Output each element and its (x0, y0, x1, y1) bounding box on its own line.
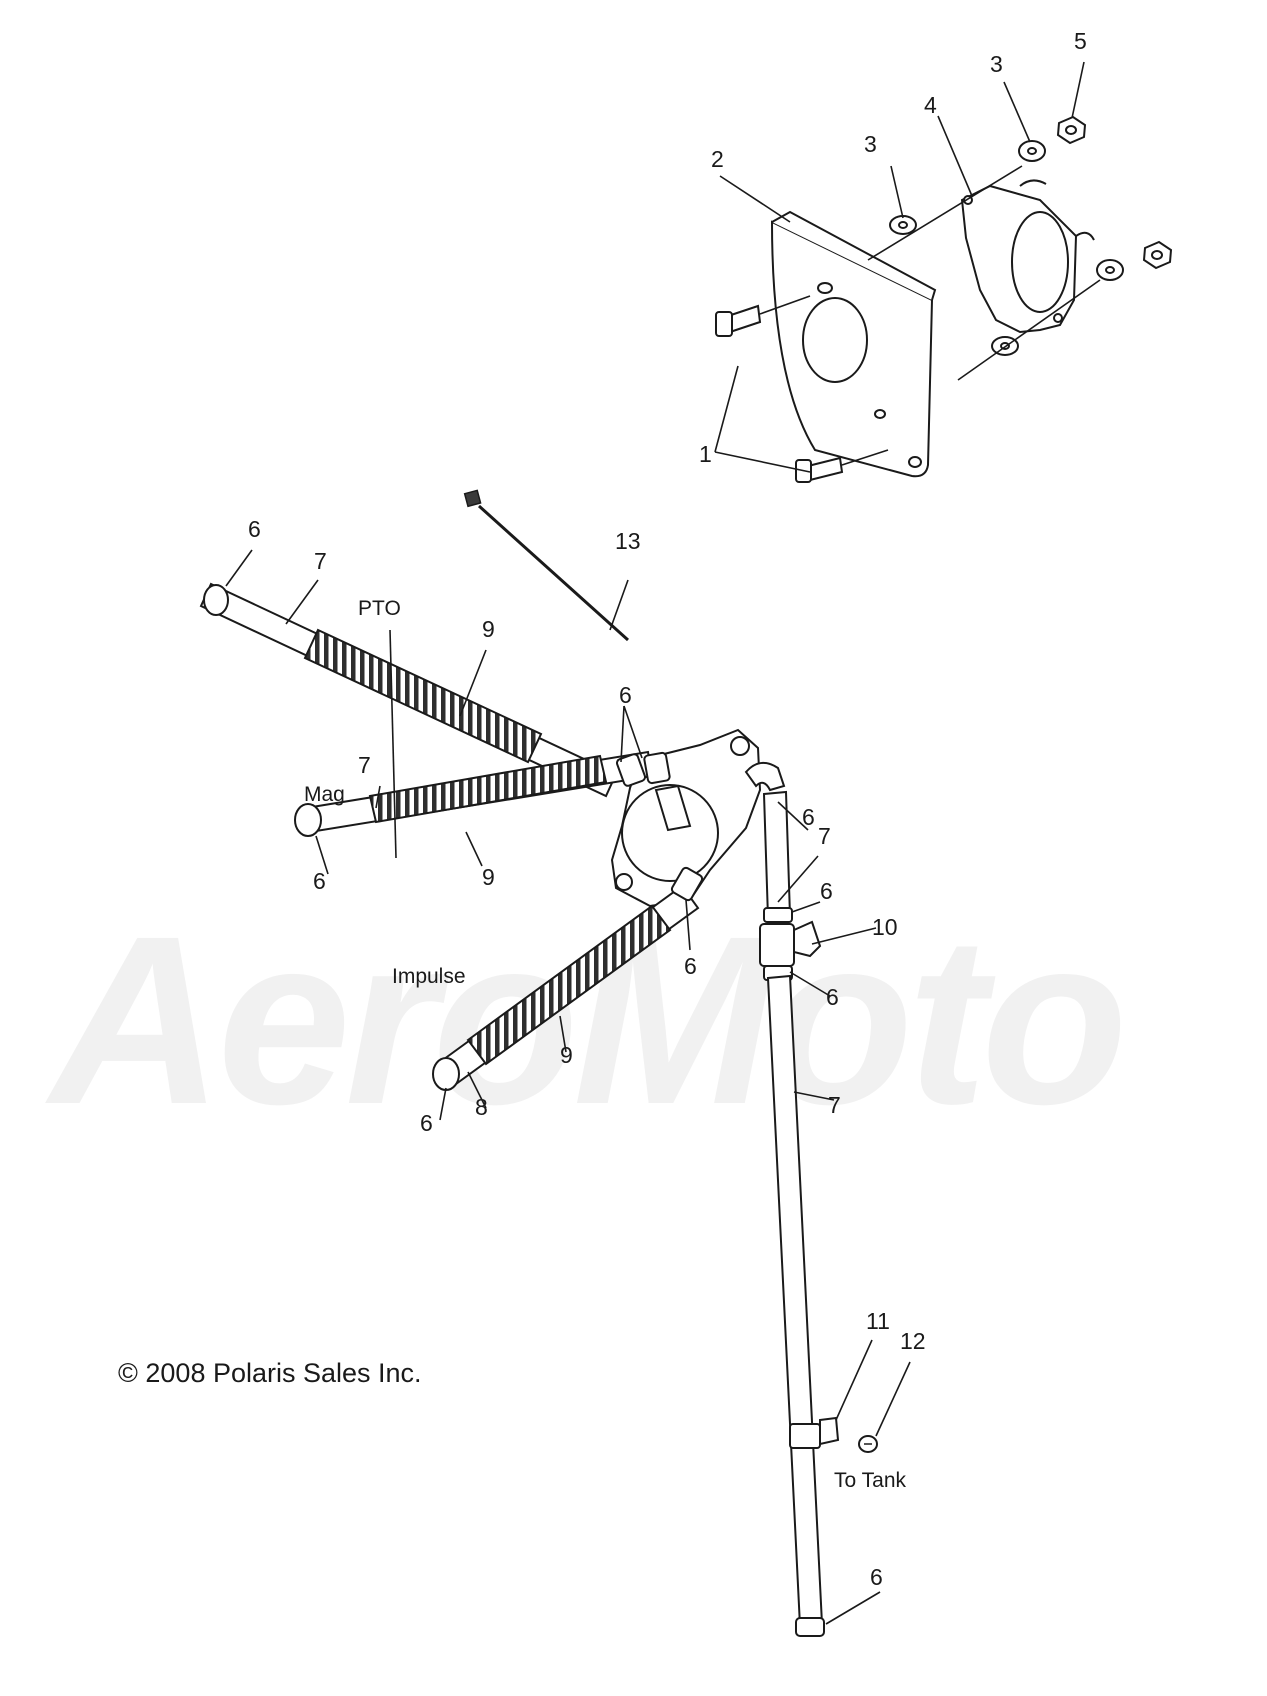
callout-7-lower: 7 (828, 1092, 841, 1118)
callout-6-tee-bottom: 6 (826, 984, 839, 1010)
callout-9-impulse: 9 (560, 1042, 573, 1068)
label-mag: Mag (304, 783, 345, 806)
copyright-notice: © 2008 Polaris Sales Inc. (118, 1358, 422, 1388)
callout-6-pto-end: 6 (248, 516, 261, 542)
callout-10: 10 (872, 914, 898, 940)
callout-7-mag: 7 (358, 752, 371, 778)
mag-line (294, 750, 654, 837)
callout-6-pump-pair: 6 (619, 682, 632, 708)
callout-6-tee-top: 6 (820, 878, 833, 904)
callout-7-upper: 7 (818, 823, 831, 849)
callout-4: 4 (924, 92, 937, 118)
watermark: AeroMoto (50, 886, 1128, 1154)
callout-13: 13 (615, 528, 641, 554)
callout-7-pto: 7 (314, 548, 327, 574)
callout-3-washer-a: 3 (864, 131, 877, 157)
label-to-tank: To Tank (834, 1469, 906, 1492)
tank-line (744, 761, 840, 1637)
callout-8: 8 (475, 1094, 488, 1120)
callout-12: 12 (900, 1328, 926, 1354)
nuts (1056, 115, 1173, 270)
callout-9-mag: 9 (482, 864, 495, 890)
screw (858, 1435, 878, 1453)
cable-tie (463, 489, 630, 642)
callout-6-impulse-pump: 6 (684, 953, 697, 979)
leader-lines (225, 61, 1085, 1625)
callout-9-pto: 9 (482, 616, 495, 642)
callout-6-pump-out: 6 (802, 804, 815, 830)
callout-3-washer-b: 3 (990, 51, 1003, 77)
callout-6-tank-end: 6 (870, 1564, 883, 1590)
label-impulse: Impulse (392, 965, 466, 988)
label-pto: PTO (358, 597, 401, 620)
fuel-pump-upper (960, 179, 1095, 334)
callout-2: 2 (711, 146, 724, 172)
bolt-upper (715, 304, 762, 337)
callout-11: 11 (866, 1308, 890, 1334)
pto-line (199, 582, 618, 798)
callout-6-mag-end: 6 (313, 868, 326, 894)
mounting-bracket (770, 210, 937, 478)
callout-6-impulse-end: 6 (420, 1110, 433, 1136)
callout-5: 5 (1074, 28, 1087, 54)
guide-lines (759, 165, 1101, 466)
callout-1: 1 (699, 441, 712, 467)
